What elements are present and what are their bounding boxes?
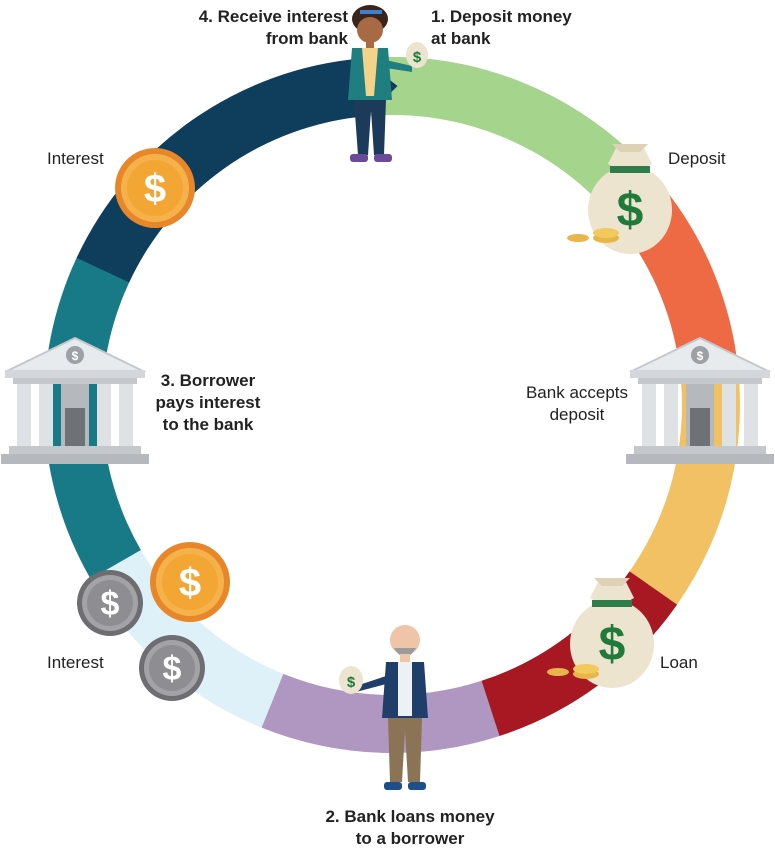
svg-text:$: $	[72, 349, 79, 363]
svg-text:$: $	[179, 561, 201, 605]
interest-label-top: Interest	[47, 149, 104, 168]
money-bag-icon-loan: $	[547, 578, 654, 688]
bank-icon-left: $	[0, 337, 150, 465]
money-bag-icon-deposit: $	[567, 144, 672, 254]
step-3-label: 3. Borrower pays interest to the bank	[155, 371, 261, 434]
woman-depositor-icon: $	[348, 5, 428, 162]
gold-coin-icon-top: $	[115, 148, 195, 228]
bank-accepts-label: Bank accepts deposit	[525, 383, 629, 424]
step-1-label: 1. Deposit money at bank	[431, 7, 572, 48]
svg-text:$: $	[101, 585, 120, 623]
silver-coin-icon-1: $	[77, 570, 143, 636]
interest-label-bottom: Interest	[47, 653, 104, 672]
svg-text:$: $	[347, 674, 356, 691]
svg-text:$: $	[599, 618, 626, 671]
ring-segment-interest-payment	[90, 534, 284, 728]
ring-segment-deposit	[361, 57, 659, 227]
bank-icon-right: $	[625, 337, 775, 465]
silver-coin-icon-2: $	[139, 635, 205, 701]
ring-segment-borrower	[242, 673, 500, 754]
svg-text:$: $	[163, 650, 182, 688]
svg-text:$: $	[697, 349, 704, 363]
deposit-label: Deposit	[668, 149, 726, 168]
ring-segment-bank-interest	[43, 240, 141, 579]
svg-text:$: $	[617, 184, 644, 237]
gold-coin-icon-bottom: $	[150, 542, 230, 622]
svg-text:$: $	[413, 49, 422, 66]
man-borrower-icon: $	[339, 625, 428, 790]
step-2-label: 2. Bank loans money to a borrower	[325, 807, 495, 848]
step-4-label: 4. Receive interest from bank	[198, 7, 348, 48]
loan-label: Loan	[660, 653, 698, 672]
svg-text:$: $	[144, 167, 166, 211]
